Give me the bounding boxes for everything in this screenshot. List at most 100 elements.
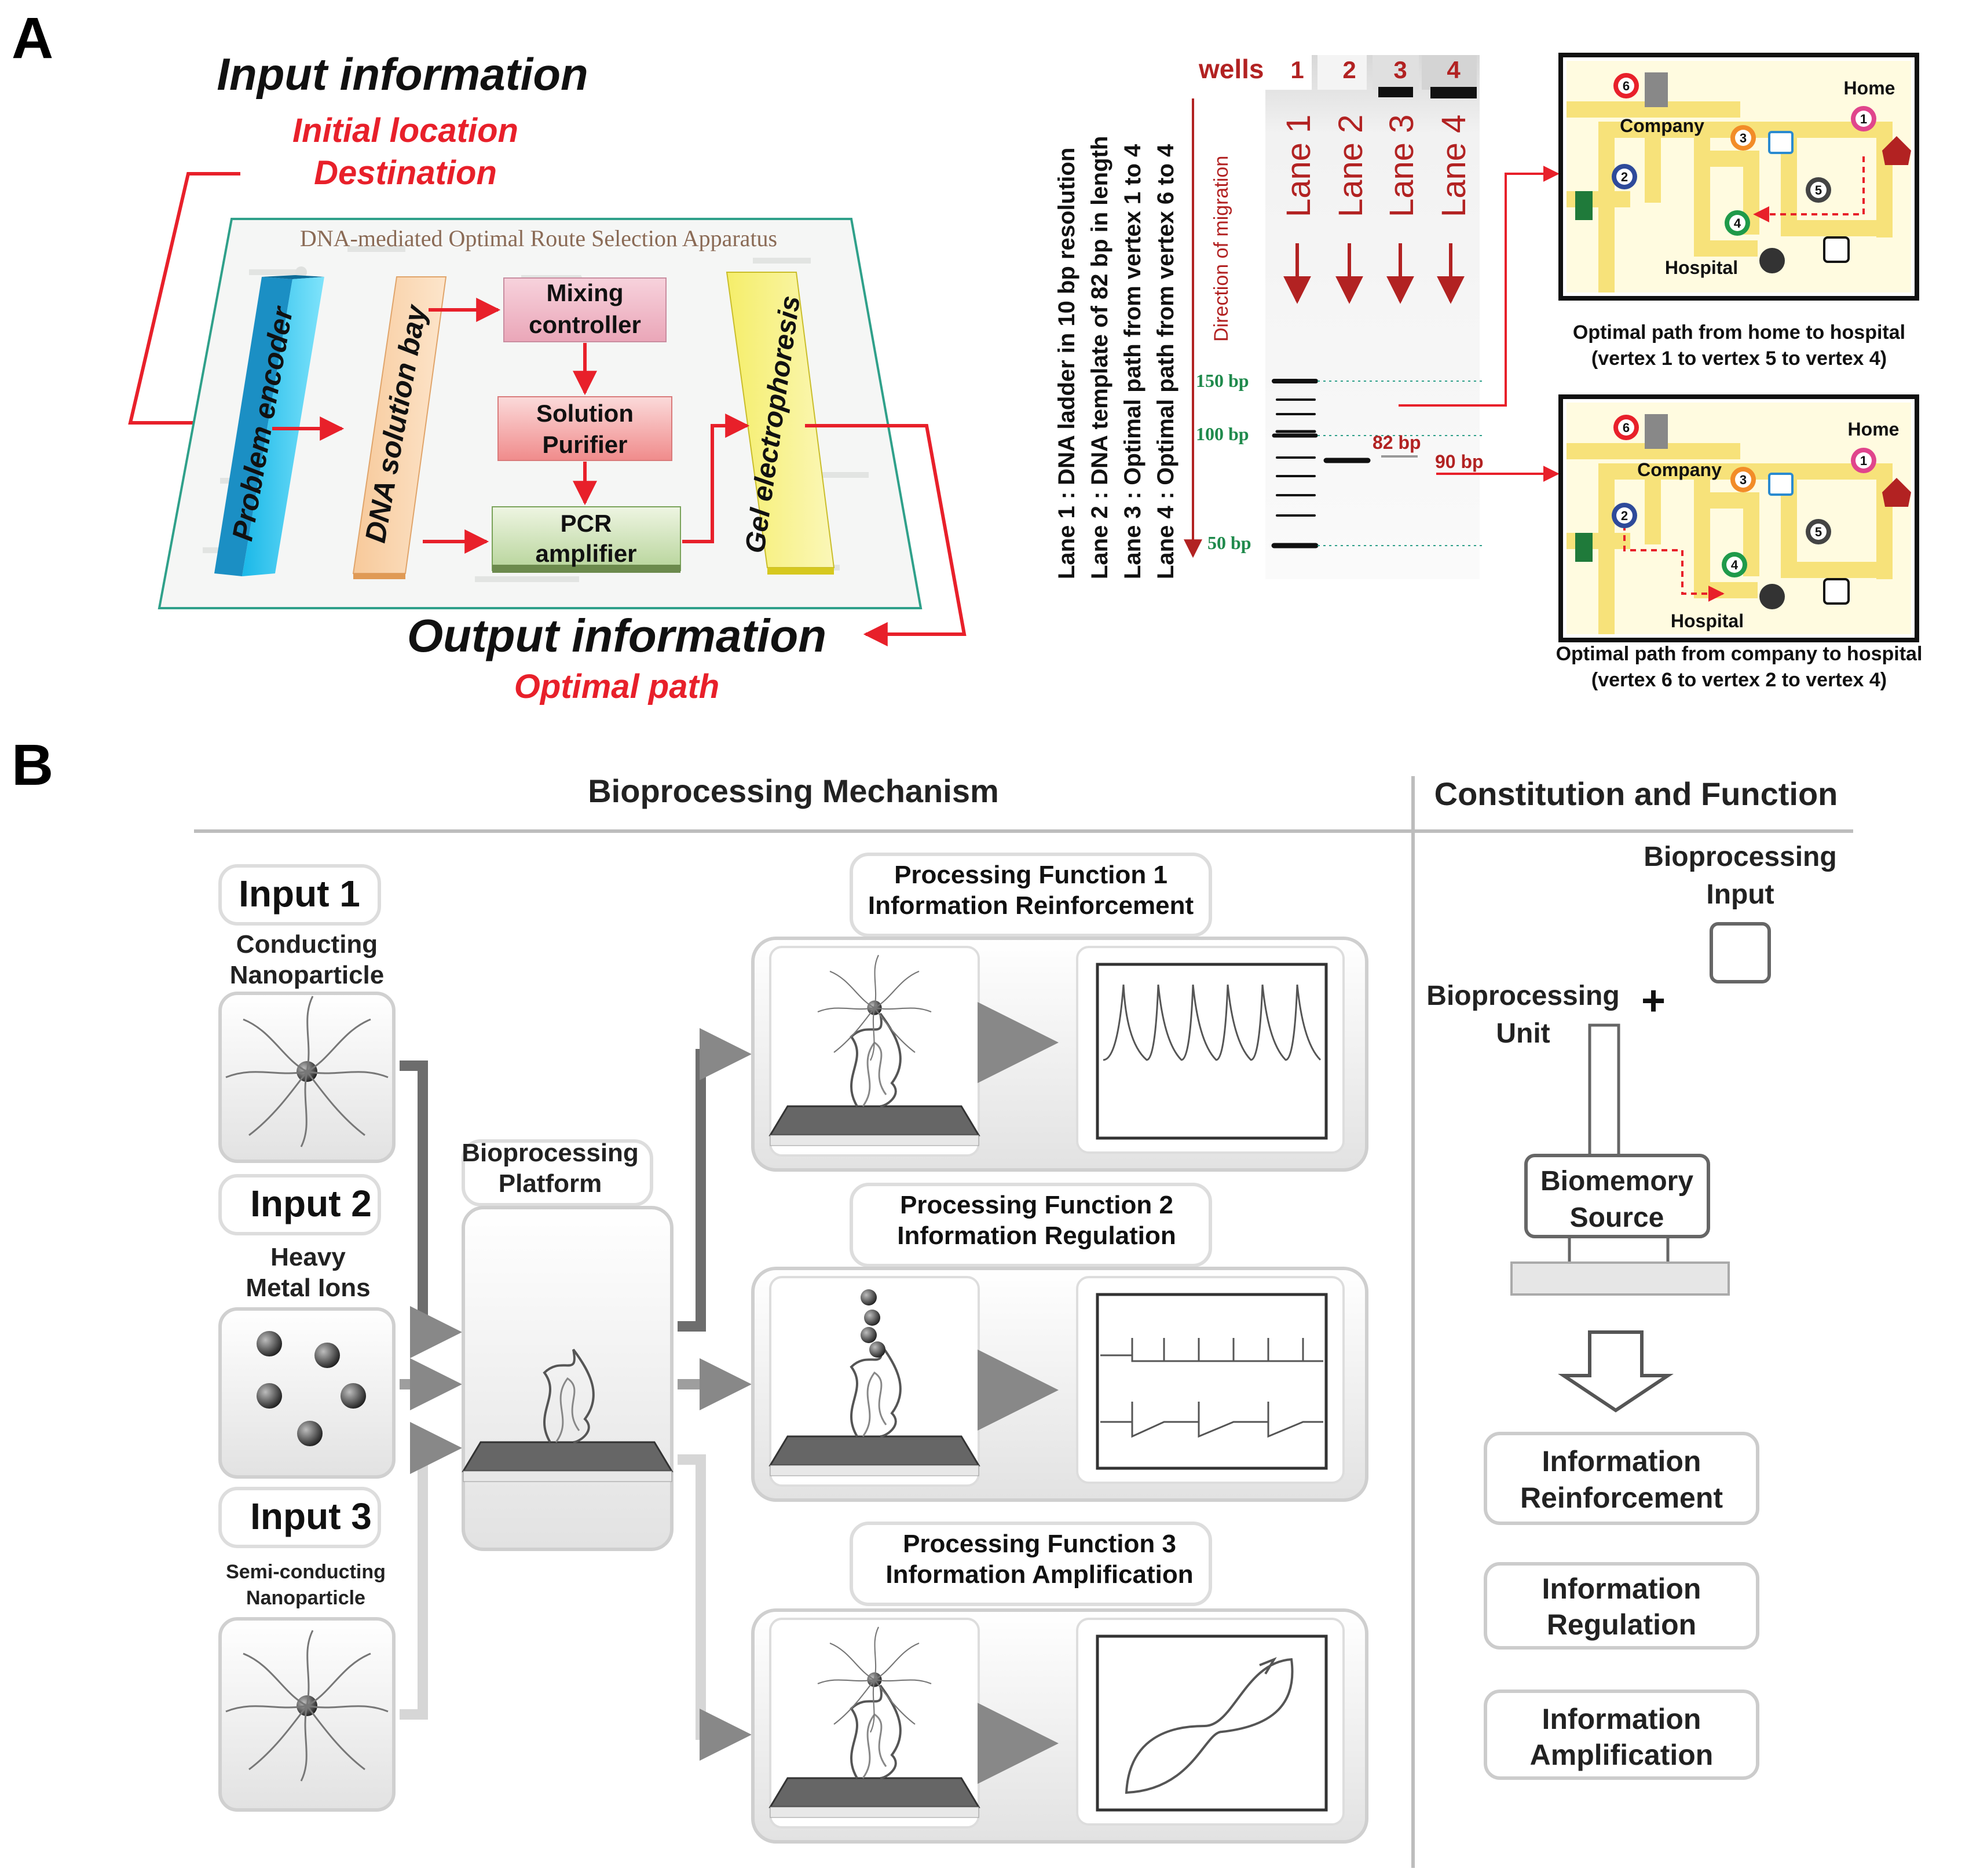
legend-biomemory-2: Source (1570, 1202, 1664, 1233)
band-label-82: 82 bp (1373, 432, 1421, 453)
map1-hospital-icon (1759, 248, 1785, 273)
legend-output-regulation-1: Information (1542, 1573, 1701, 1605)
map1-cart-icon (1768, 131, 1794, 154)
legend-unit-label-2: Unit (1496, 1018, 1550, 1049)
legend-output-amplification (1484, 1690, 1759, 1780)
map2-vertex-1: 1 (1860, 454, 1867, 468)
legend-output-regulation (1484, 1562, 1759, 1650)
lane-label-2: Lane 2 (1332, 115, 1370, 217)
legend-down-arrow (1558, 1330, 1674, 1413)
input-3-title: Input 3 (250, 1495, 372, 1537)
map1-restaurant-icon (1823, 236, 1850, 263)
mixing-controller-module: Mixing controller (503, 277, 667, 342)
map2-house-icon (1882, 478, 1911, 507)
pcr-amplifier-label-1: PCR (561, 510, 612, 537)
input-3-desc-1: Semi-conducting (226, 1561, 386, 1583)
function-1-card: Processing Function 1 Information Reinfo… (751, 853, 1368, 1172)
gel-image (1265, 55, 1483, 579)
map2-cart-icon (1768, 473, 1794, 496)
map1-fuel-icon (1575, 191, 1593, 220)
function-1-title: Processing Function 1 (894, 861, 1168, 889)
map-company-to-hospital: 6 2 3 4 5 1 Home Company Hospital (1558, 394, 1919, 642)
function-1-subtitle: Information Reinforcement (868, 891, 1194, 920)
function-2-upper-trace (1100, 1338, 1323, 1362)
input-item-initial-location: Initial location (292, 112, 518, 149)
wells-label: wells (1198, 54, 1264, 84)
legend-biomemory-1: Biomemory (1540, 1166, 1693, 1197)
map1-vertex-3: 3 (1740, 131, 1747, 145)
legend-biomemory-box (1524, 1154, 1710, 1238)
input-3-card: Input 3 Semi-conducting Nanoparticle (218, 1487, 396, 1812)
legend-input-label-1: Bioprocessing (1644, 842, 1836, 872)
bioprocessing-platform-card: Bioprocessing Platform (462, 1139, 674, 1551)
lane-legend-2: Lane 2 : DNA template of 82 bp in length (1087, 136, 1112, 579)
function-2-plot-frame (1096, 1293, 1328, 1470)
heavy-metal-ions-icon (257, 1331, 366, 1446)
map2-caption-2: (vertex 6 to vertex 2 to vertex 4) (1591, 669, 1887, 691)
map2-restaurant-icon (1823, 578, 1850, 605)
mechanism-title: Bioprocessing Mechanism (588, 773, 999, 809)
function-3-title: Processing Function 3 (903, 1530, 1176, 1558)
input-1-desc-1: Conducting (236, 930, 378, 959)
function-1-plot-frame (1096, 963, 1328, 1140)
map1-vertex-2: 2 (1621, 170, 1628, 184)
function-2-title: Processing Function 2 (900, 1191, 1173, 1219)
solution-purifier-module: Solution Purifier (497, 396, 672, 461)
map2-hospital-icon (1759, 584, 1785, 609)
function-1-spike-trace (1103, 984, 1322, 1061)
input-2-card: Input 2 Heavy Metal Ions (218, 1174, 396, 1479)
mixing-controller-label-2: controller (529, 311, 641, 338)
panel-b-label: B (12, 733, 53, 798)
function-3-plot-frame (1096, 1634, 1328, 1812)
input-information-title: Input information (217, 49, 588, 100)
map2-label-home: Home (1848, 419, 1900, 440)
band-label-90: 90 bp (1435, 451, 1484, 472)
lane-legend: Lane 1 : DNA ladder in 10 bp resolution … (1054, 136, 1179, 579)
well-number-4: 4 (1447, 56, 1461, 83)
legend-unit-label-1: Bioprocessing (1426, 981, 1619, 1011)
legend-plus-sign: + (1641, 978, 1666, 1024)
legend-unit-column (1588, 1023, 1620, 1157)
lane-legend-4: Lane 4 : Optimal path from vertex 6 to 4 (1153, 144, 1179, 579)
input-2-desc-1: Heavy (270, 1243, 346, 1271)
legend-output-amplification-2: Amplification (1530, 1739, 1714, 1771)
apparatus-title: DNA-mediated Optimal Route Selection App… (300, 225, 777, 251)
legend-output-amplification-1: Information (1542, 1703, 1701, 1735)
input-connectors (400, 1060, 462, 1720)
output-information-title: Output information (407, 610, 826, 661)
map1-label-hospital: Hospital (1665, 257, 1738, 278)
function-connectors (678, 1028, 752, 1761)
map1-label-company: Company (1620, 115, 1704, 136)
legend-input-square (1710, 922, 1771, 983)
lane-label-3: Lane 3 (1383, 115, 1421, 217)
well-number-2: 2 (1342, 56, 1356, 83)
map1-caption-2: (vertex 1 to vertex 5 to vertex 4) (1591, 348, 1887, 370)
legend-output-regulation-2: Regulation (1547, 1608, 1696, 1641)
map1-house-icon (1882, 136, 1911, 165)
map1-label-home: Home (1844, 78, 1895, 98)
ladder-bands (1271, 379, 1319, 548)
map2-vertex-4: 4 (1731, 558, 1739, 572)
map1-vertex-5: 5 (1815, 183, 1822, 198)
panel-a-label: A (12, 6, 53, 71)
input-2-title: Input 2 (250, 1183, 372, 1224)
map2-caption-1: Optimal path from company to hospital (1556, 643, 1923, 665)
map2-vertex-6: 6 (1623, 420, 1630, 435)
gel-guidelines (1317, 381, 1483, 546)
map-home-to-hospital: 6 2 3 4 5 1 Home Company Hospital (1558, 53, 1919, 301)
legend-base-plate (1510, 1261, 1730, 1296)
solution-purifier-label-2: Purifier (542, 431, 627, 458)
map1-vertex-1: 1 (1860, 112, 1867, 126)
lane-label-1: Lane 1 (1280, 115, 1317, 217)
map1-pins (1612, 73, 1876, 236)
ladder-label-150: 150 bp (1196, 370, 1249, 391)
function-2-card: Processing Function 2 Information Regula… (751, 1183, 1368, 1502)
migration-label: Direction of migration (1210, 156, 1232, 342)
lane3-to-map1-connector (1399, 166, 1560, 407)
platform-label-1: Bioprocessing (462, 1139, 639, 1167)
gel-electrophoresis-module: Gel electrophoresis (726, 272, 835, 575)
ladder-label-100: 100 bp (1196, 423, 1249, 444)
function-2-subtitle: Information Regulation (897, 1222, 1176, 1250)
input-1-desc-2: Nanoparticle (230, 961, 385, 989)
